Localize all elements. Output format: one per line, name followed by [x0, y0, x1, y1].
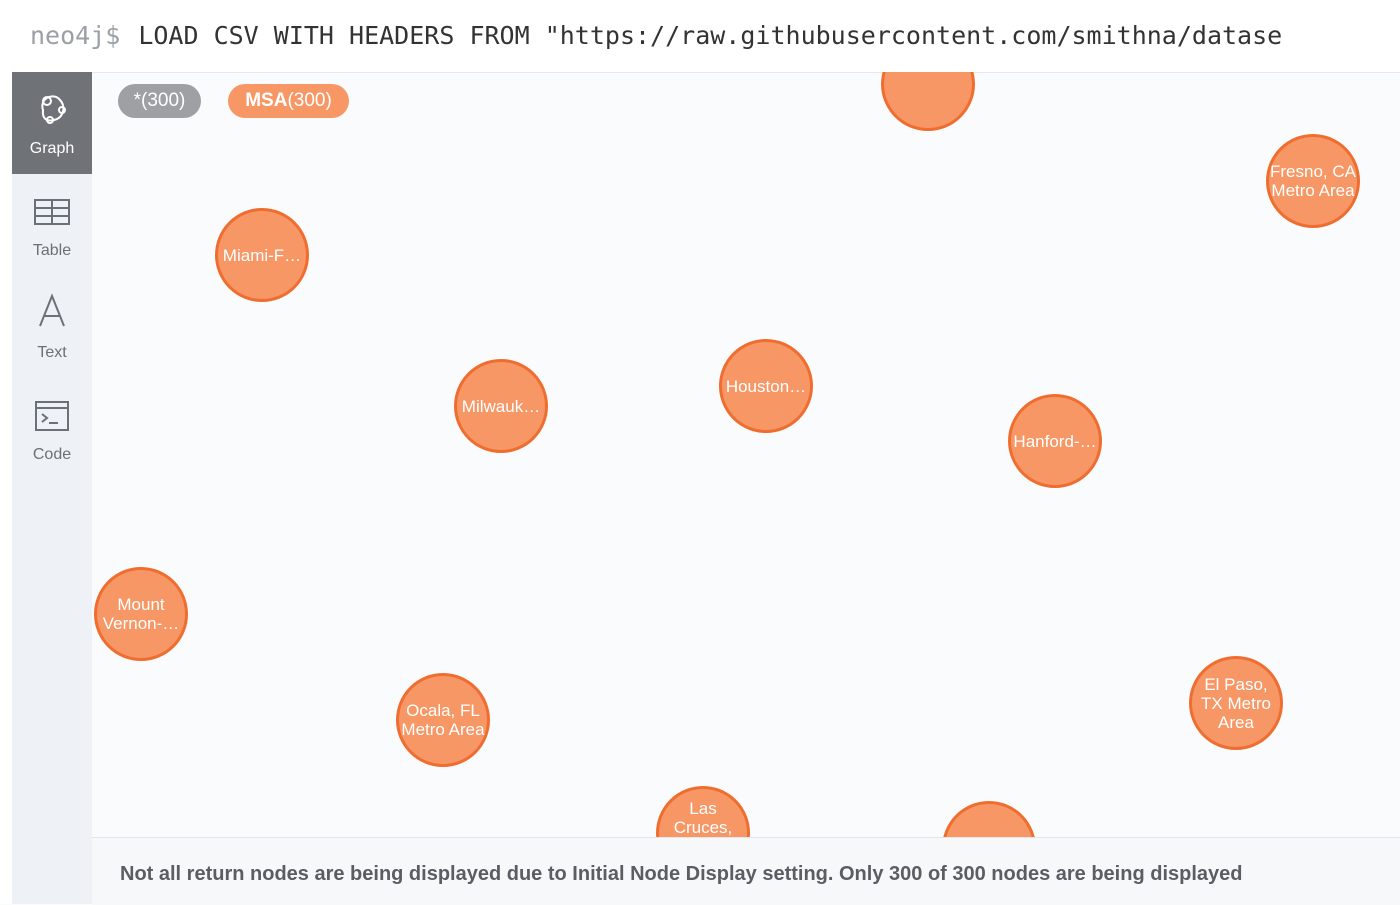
node-label: El Paso, TX Metro Area: [1201, 674, 1271, 732]
node-label: Ocala, FL Metro Area: [401, 701, 485, 739]
sidebar-item-graph[interactable]: Graph: [12, 72, 92, 174]
code-icon: [35, 401, 69, 431]
sidebar-item-text[interactable]: Text: [12, 276, 92, 378]
query-editor[interactable]: neo4j$ LOAD CSV WITH HEADERS FROM "https:…: [0, 0, 1400, 73]
sidebar-item-table[interactable]: Table: [12, 174, 92, 276]
node-label: Fresno, CA Metro Area: [1270, 162, 1356, 200]
view-sidebar: Graph Table Text Code: [12, 72, 92, 904]
graph-node[interactable]: El Paso, TX Metro Area: [1189, 656, 1283, 750]
prompt-label: neo4j$: [30, 21, 121, 50]
graph-node[interactable]: [881, 72, 975, 131]
sidebar-item-code[interactable]: Code: [12, 378, 92, 480]
graph-node[interactable]: Las Cruces,: [656, 786, 750, 837]
table-icon: [34, 199, 70, 225]
node-label: Mount Vernon-…: [102, 595, 180, 633]
query-text[interactable]: LOAD CSV WITH HEADERS FROM "https://raw.…: [138, 21, 1283, 50]
graph-node[interactable]: Miami-F…: [215, 208, 309, 302]
text-icon: [39, 293, 65, 327]
status-message: Not all return nodes are being displayed…: [120, 863, 1243, 885]
graph-icon: [41, 95, 66, 124]
chip-label: MSA: [245, 90, 288, 111]
sidebar-item-label: Code: [32, 446, 72, 463]
sidebar-item-label: Graph: [29, 140, 75, 157]
graph-canvas[interactable]: Fresno, CA Metro Area Miami-F… Milwauk… …: [92, 72, 1400, 837]
sidebar-item-label: Text: [37, 344, 67, 361]
graph-node[interactable]: Ocala, FL Metro Area: [396, 673, 490, 767]
graph-node[interactable]: Mount Vernon-…: [94, 567, 188, 661]
node-label: Hanford-…: [1013, 431, 1097, 451]
status-bar: Not all return nodes are being displayed…: [92, 837, 1400, 905]
chip-label: *: [133, 90, 142, 111]
sidebar-item-label: Table: [32, 242, 72, 259]
left-edge: [0, 72, 12, 904]
chip-count: (300): [287, 90, 332, 111]
graph-node[interactable]: [942, 801, 1036, 837]
query-line[interactable]: neo4j$ LOAD CSV WITH HEADERS FROM "https:…: [30, 21, 1282, 50]
graph-node[interactable]: Hanford-…: [1008, 394, 1102, 488]
node-label: Houston…: [725, 376, 807, 396]
graph-node[interactable]: Fresno, CA Metro Area: [1266, 134, 1360, 228]
node-label: Las Cruces,: [673, 799, 733, 837]
legend-chip-all[interactable]: *(300): [118, 84, 201, 118]
legend-chip-msa[interactable]: MSA(300): [228, 84, 349, 118]
node-label: Miami-F…: [222, 245, 302, 265]
graph-node[interactable]: Milwauk…: [454, 359, 548, 453]
graph-node[interactable]: Houston…: [719, 339, 813, 433]
chip-count: (300): [141, 90, 186, 111]
node-label: Milwauk…: [461, 396, 541, 416]
